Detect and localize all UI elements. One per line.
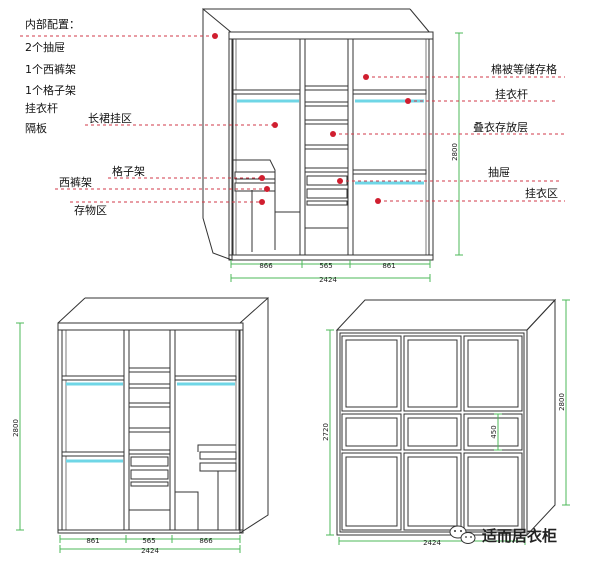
config-item-drawers: 2个抽屉 <box>25 40 65 54</box>
callout-hanging-rod: 挂衣杆 <box>495 87 528 101</box>
config-heading: 内部配置： <box>25 17 80 31</box>
callout-dot-long-skirt <box>272 122 278 128</box>
callout-dot-top <box>212 33 218 39</box>
config-item-rod: 挂衣杆 <box>25 101 58 115</box>
watermark: 适而居衣柜 <box>449 525 557 545</box>
bl-width-2: 565 <box>142 537 155 545</box>
top-total-width: 2424 <box>319 276 337 284</box>
callout-storage: 存物区 <box>74 203 107 217</box>
callout-long-skirt: 长裙挂区 <box>88 111 132 125</box>
bl-width-3: 866 <box>199 537 213 545</box>
bl-total-width: 2424 <box>141 547 159 555</box>
config-item-trouser-rack: 1个西裤架 <box>25 62 76 76</box>
watermark-text: 适而居衣柜 <box>482 527 557 545</box>
callout-drawer: 抽屉 <box>488 165 510 179</box>
br-total-height: 2800 <box>558 393 566 411</box>
top-width-2: 565 <box>319 262 332 270</box>
br-total-width: 2424 <box>423 539 441 547</box>
callout-dot-drawer <box>337 178 343 184</box>
config-item-grid-rack: 1个格子架 <box>25 83 76 97</box>
config-list: 内部配置： 2个抽屉 1个西裤架 1个格子架 挂衣杆 隔板 <box>25 17 80 135</box>
bl-height-label: 2800 <box>12 419 20 437</box>
callouts: 长裙挂区 格子架 西裤架 存物区 棉被等储存格 挂衣杆 叠衣存放层 抽屉 挂衣区 <box>20 33 565 217</box>
top-cabinet: 2800 866 565 861 2424 <box>202 7 463 284</box>
br-door-height: 2720 <box>322 423 330 441</box>
callout-dot-folded <box>330 131 336 137</box>
callout-dot-hanging-area <box>375 198 381 204</box>
callout-quilt-storage: 棉被等储存格 <box>491 62 557 76</box>
callout-dot-trouser-rack <box>264 186 270 192</box>
callout-dot-rod <box>405 98 411 104</box>
callout-dot-quilt <box>363 74 369 80</box>
callout-grid-rack: 格子架 <box>112 164 145 178</box>
top-width-3: 861 <box>382 262 395 270</box>
callout-folded-shelf: 叠衣存放层 <box>473 120 528 134</box>
bl-width-1: 861 <box>86 537 99 545</box>
door-grid <box>341 335 523 531</box>
wechat-icon <box>449 525 476 544</box>
bottom-left-cabinet: 2800 861 565 866 2424 <box>12 296 269 555</box>
callout-dot-storage <box>259 199 265 205</box>
callout-hanging-area: 挂衣区 <box>525 186 558 200</box>
callout-trouser-rack: 西裤架 <box>59 175 92 189</box>
top-height-label: 2800 <box>451 143 459 161</box>
top-width-1: 866 <box>259 262 273 270</box>
bottom-right-cabinet: 450 2720 2800 2424 <box>322 298 570 547</box>
br-panel-height: 450 <box>490 425 498 438</box>
config-item-shelf: 隔板 <box>25 121 47 135</box>
callout-dot-grid-rack <box>259 175 265 181</box>
